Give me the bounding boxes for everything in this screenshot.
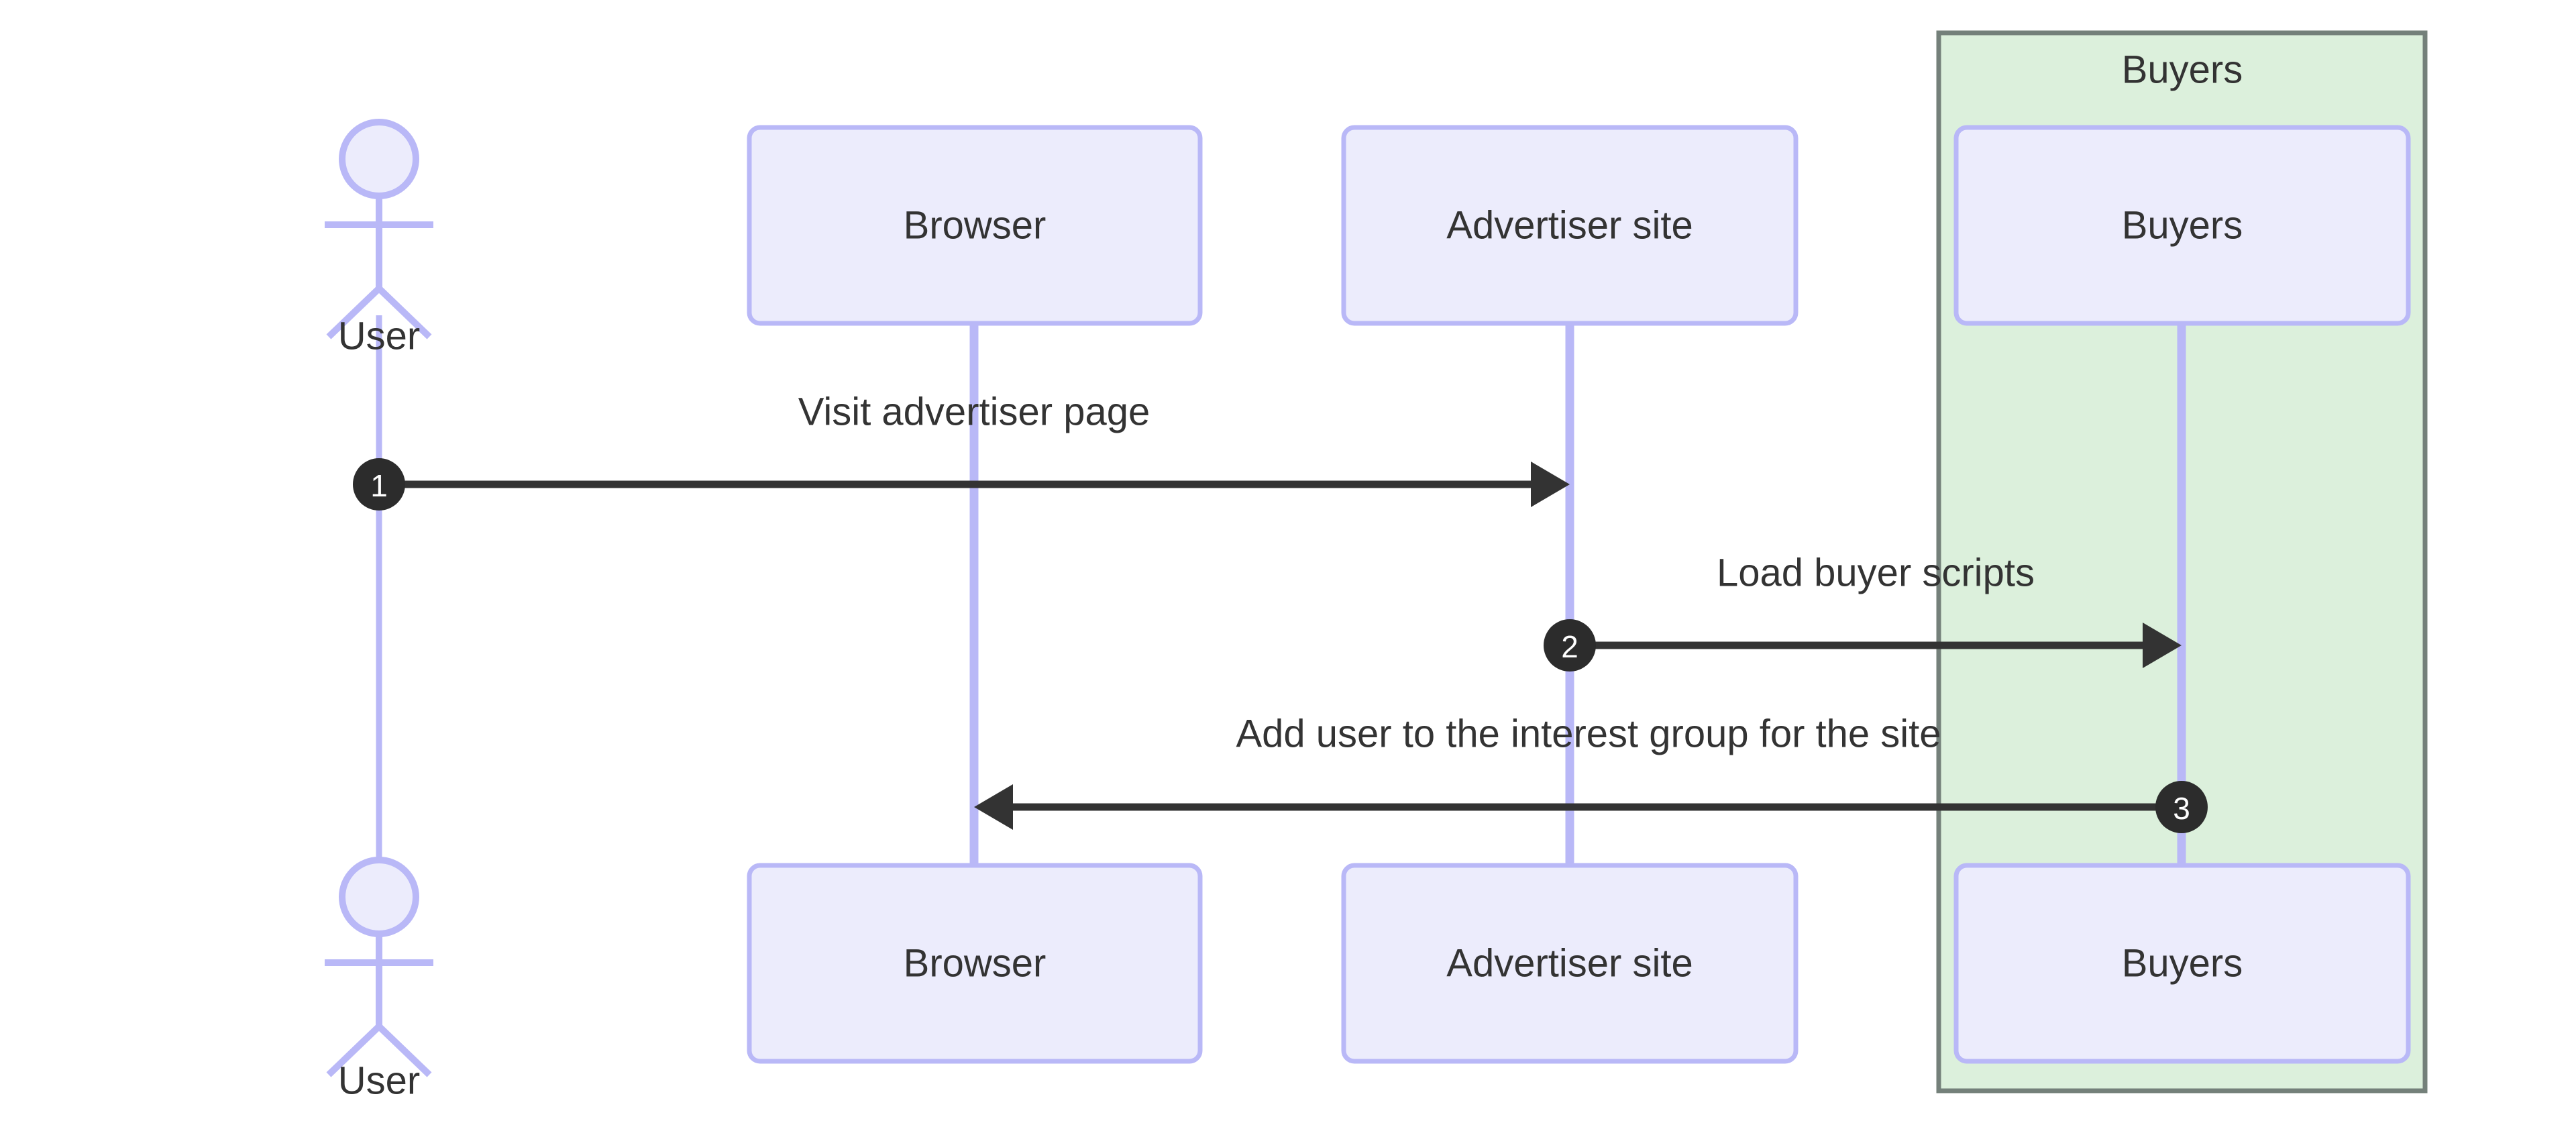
actor-user-bottom[interactable]: User <box>325 857 433 1102</box>
actor-user-top[interactable]: User <box>325 119 433 358</box>
participant-browser-top[interactable]: Browser <box>747 125 1203 326</box>
participant-browser-bottom[interactable]: Browser <box>747 863 1203 1064</box>
message-2-seq: 2 <box>1561 629 1578 664</box>
actor-user-top-leg-left <box>326 286 382 339</box>
actor-user-bottom-leg-right <box>376 1024 432 1077</box>
participant-advertiser-site-top-rect <box>1341 125 1799 326</box>
actor-user-top-label: User <box>338 314 420 358</box>
actor-user-bottom-leg-left <box>326 1024 382 1077</box>
participant-buyers-bottom-rect <box>1953 863 2411 1064</box>
participant-buyers-bottom[interactable]: Buyers <box>1953 863 2411 1064</box>
participant-browser-bottom-label: Browser <box>904 941 1046 985</box>
participant-buyers-top-label: Buyers <box>2122 203 2243 247</box>
group-buyers-title: Buyers <box>2122 48 2243 91</box>
participant-advertiser-site-bottom-rect <box>1341 863 1799 1064</box>
message-1-arrowhead-icon <box>1531 462 1570 507</box>
message-1[interactable]: Visit advertiser page 1 <box>353 390 1570 511</box>
message-3-arrowhead-icon <box>974 784 1013 830</box>
participant-browser-top-rect <box>747 125 1203 326</box>
participant-browser-top-label: Browser <box>904 203 1046 247</box>
message-1-seq: 1 <box>370 468 388 503</box>
message-2-arrowhead-icon <box>2143 623 2182 668</box>
message-2-label: Load buyer scripts <box>1717 551 2035 594</box>
message-3-label: Add user to the interest group for the s… <box>1236 712 1941 755</box>
message-1-label: Visit advertiser page <box>798 390 1150 433</box>
participant-advertiser-site-top[interactable]: Advertiser site <box>1341 125 1799 326</box>
message-3-seq: 3 <box>2173 791 2190 826</box>
participant-browser-bottom-rect <box>747 863 1203 1064</box>
participant-advertiser-site-top-label: Advertiser site <box>1446 203 1693 247</box>
message-3-badge <box>2155 781 2208 833</box>
message-3[interactable]: Add user to the interest group for the s… <box>974 712 2208 833</box>
actor-user-top-leg-right <box>376 286 432 339</box>
participant-advertiser-site-bottom[interactable]: Advertiser site <box>1341 863 1799 1064</box>
participant-advertiser-site-bottom-label: Advertiser site <box>1446 941 1693 985</box>
message-2[interactable]: Load buyer scripts 2 <box>1544 551 2182 672</box>
message-2-badge <box>1544 619 1596 672</box>
message-1-badge <box>353 458 405 511</box>
participant-buyers-bottom-label: Buyers <box>2122 941 2243 985</box>
participant-buyers-top-rect <box>1953 125 2411 326</box>
participant-buyers-top[interactable]: Buyers <box>1953 125 2411 326</box>
actor-user-bottom-label: User <box>338 1059 420 1102</box>
